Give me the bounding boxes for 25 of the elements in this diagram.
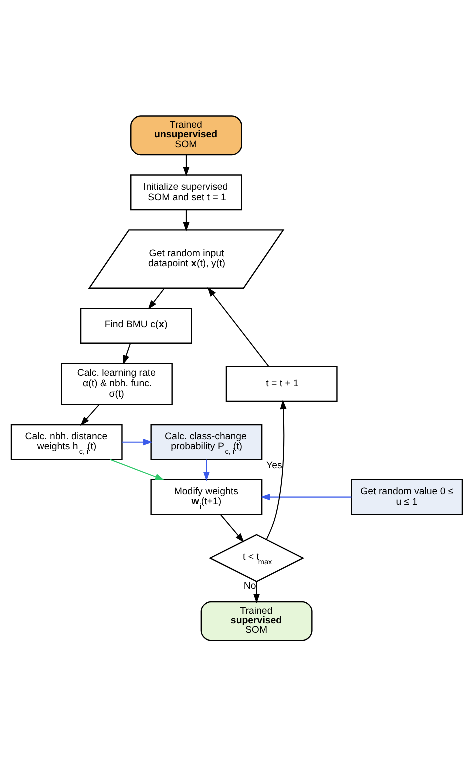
arrow [266,400,287,540]
node-box: Trained supervised SOM [200,601,313,642]
node-box: Calc. nbh. distance weights h$_{c, i}$(t) [10,424,123,460]
node-box: Calc. class-change probability P$_{c, i}$(t) [150,424,263,460]
arrow [123,343,132,365]
arrow [183,155,190,177]
node-box: Modify weights w$_{i}$(t+1) [150,479,263,516]
node-box: Initialize supervised SOM and set t = 1 [130,174,242,211]
node-box: Find BMU c(x) [80,308,192,344]
arrow [254,582,260,604]
arrow [208,287,270,367]
arrow [220,514,244,543]
node-box: Trained unsupervised SOM [130,116,242,156]
arrow [148,288,166,310]
arrow [110,459,165,480]
node-box: Calc. learning rate α(t) & nbh. func. σ(t) [61,362,173,406]
arrow [122,439,153,446]
arrow [260,494,352,501]
arrow [183,210,190,232]
arrow [203,460,210,482]
node-box: t = t + 1 [226,366,338,402]
edge-label: Yes [266,460,282,472]
edge-label: No [244,581,256,592]
arrow [80,404,100,426]
node-box: Get random value 0 ≤ u ≤ 1 [351,479,464,516]
